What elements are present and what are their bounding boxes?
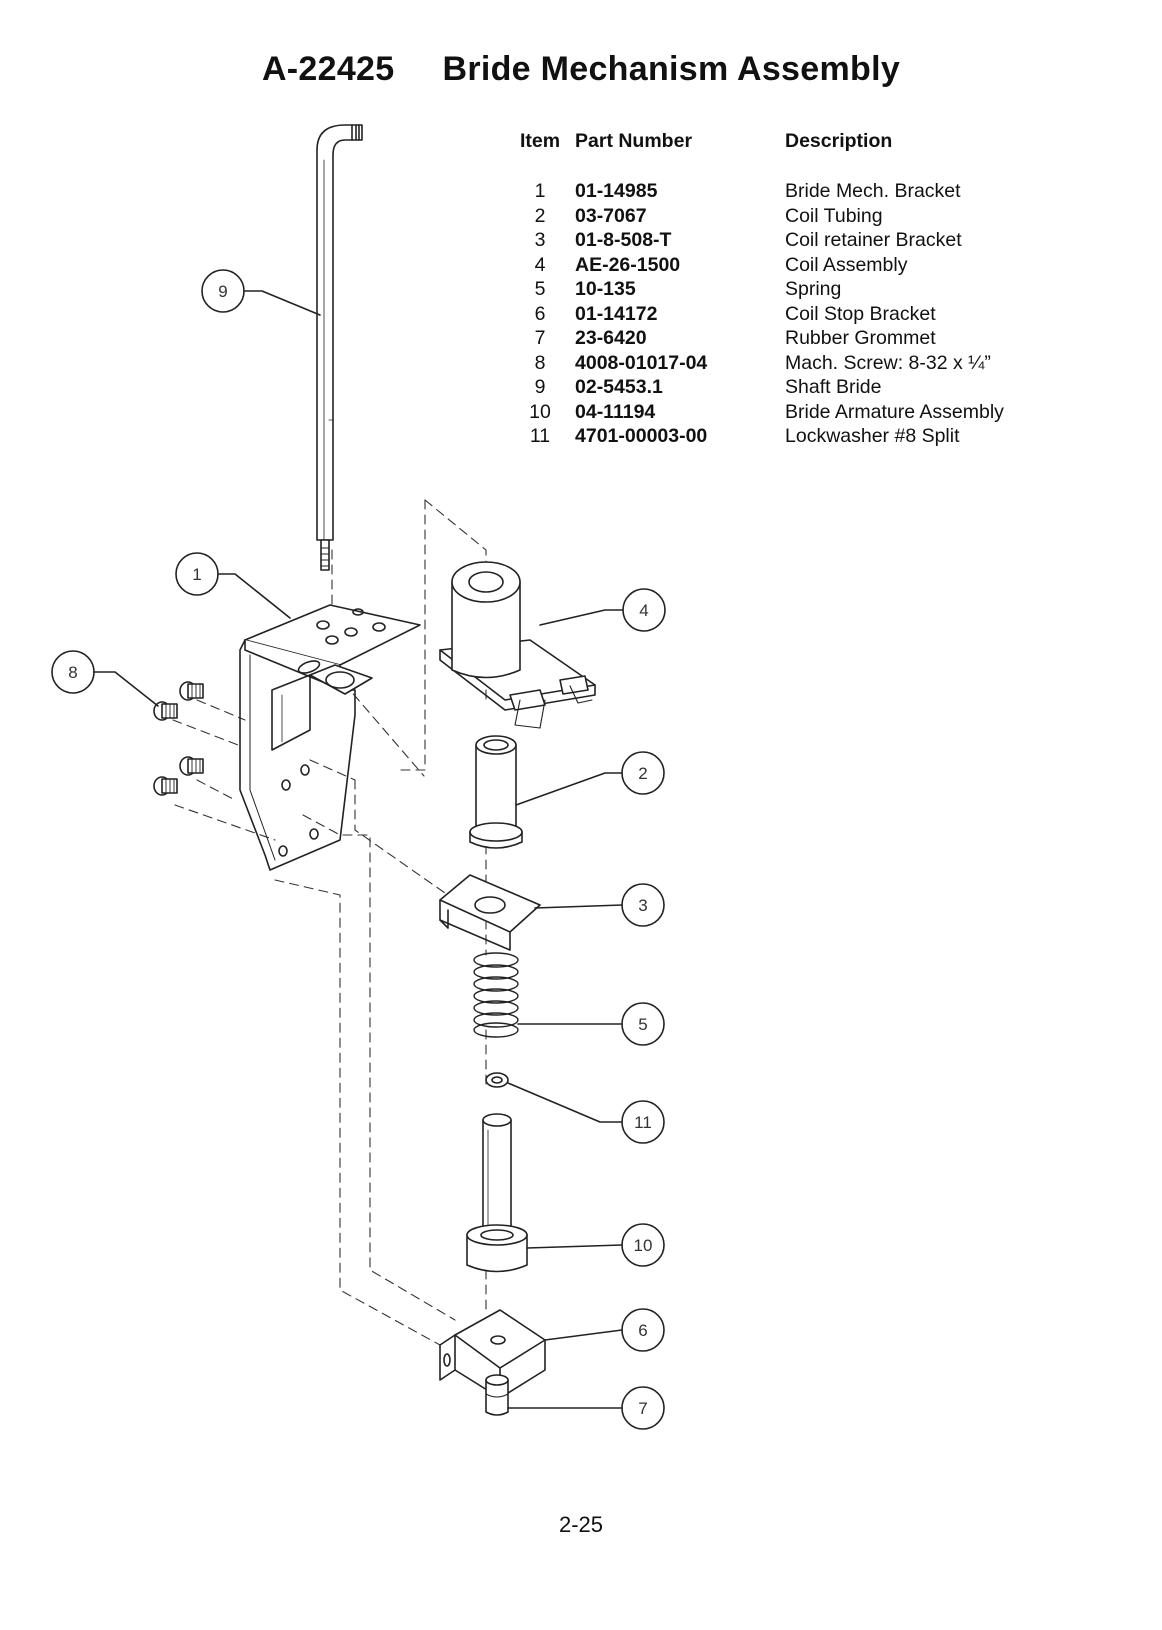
machine-screws-part <box>153 681 204 796</box>
lockwasher-part <box>485 1072 509 1088</box>
table-row: 11 4701-00003-00 Lockwasher #8 Split <box>505 424 1045 449</box>
callout-11-label: 11 <box>634 1113 652 1132</box>
description-cell: Rubber Grommet <box>785 327 936 349</box>
part-number-cell: 4701-00003-00 <box>575 425 708 447</box>
callout-8-label: 8 <box>68 663 77 682</box>
callout-7: 7 <box>507 1386 665 1430</box>
bride-mech-bracket-part <box>239 604 421 871</box>
callout-8: 8 <box>51 650 159 707</box>
item-cell: 8 <box>534 351 546 374</box>
assembly-name: Bride Mechanism Assembly <box>442 50 901 88</box>
page-number: 2-25 <box>558 1512 604 1537</box>
table-row: 10 04-11194 Bride Armature Assembly <box>505 400 1045 425</box>
coil-assembly-part <box>439 561 596 729</box>
part-number-cell: AE-26-1500 <box>575 253 681 276</box>
header-description: Description <box>785 130 893 152</box>
coil-stop-bracket-part <box>439 1309 546 1399</box>
callout-3: 3 <box>534 883 665 927</box>
callout-2: 2 <box>515 751 665 806</box>
assembly-number: A-22425 <box>261 50 395 88</box>
callout-6-label: 6 <box>638 1321 647 1340</box>
callout-7-label: 7 <box>638 1399 647 1418</box>
callout-4-label: 4 <box>639 601 648 620</box>
part-number-cell: 4008-01017-04 <box>575 351 708 374</box>
rubber-grommet-part <box>485 1374 509 1416</box>
callout-6: 6 <box>544 1308 665 1352</box>
spring-part <box>473 952 519 1038</box>
description-cell: Bride Armature Assembly <box>785 400 1004 423</box>
description-cell: Coil Tubing <box>785 204 883 227</box>
bride-armature-assembly-part <box>466 1113 528 1273</box>
description-cell: Spring <box>785 278 842 300</box>
callout-11: 11 <box>507 1082 665 1144</box>
item-cell: 11 <box>529 425 551 447</box>
item-cell: 7 <box>534 327 546 349</box>
description-cell: Bride Mech. Bracket <box>785 180 961 202</box>
coil-retainer-bracket-part <box>439 874 541 951</box>
table-row: 1 01-14985 Bride Mech. Bracket <box>505 179 1045 204</box>
item-cell: 4 <box>534 253 546 276</box>
part-number-cell: 04-11194 <box>575 400 656 423</box>
description-cell: Coil Assembly <box>785 253 908 276</box>
item-cell: 5 <box>534 278 546 300</box>
header-part-number: Part Number <box>575 130 693 152</box>
description-cell: Coil Stop Bracket <box>785 302 936 325</box>
part-number-cell: 03-7067 <box>575 204 647 227</box>
header-item: Item <box>519 130 561 152</box>
callout-3-label: 3 <box>638 896 647 915</box>
shaft-bride-part <box>316 124 363 571</box>
part-number-cell: 01-14985 <box>575 180 658 202</box>
callout-10-label: 10 <box>634 1236 653 1255</box>
description-cell: Shaft Bride <box>785 376 882 398</box>
description-cell: Coil retainer Bracket <box>785 229 962 251</box>
part-number-cell: 01-8-508-T <box>575 229 672 251</box>
table-row: 6 01-14172 Coil Stop Bracket <box>505 302 1045 327</box>
callout-1-label: 1 <box>192 565 201 584</box>
description-cell: Lockwasher #8 Split <box>785 425 960 447</box>
callout-9-label: 9 <box>218 282 227 301</box>
callout-2-label: 2 <box>638 764 647 783</box>
coil-tubing-part <box>469 735 523 849</box>
part-number-cell: 23-6420 <box>575 327 647 349</box>
callout-4: 4 <box>539 588 666 632</box>
item-cell: 3 <box>534 229 546 251</box>
table-row: 3 01-8-508-T Coil retainer Bracket <box>505 228 1045 253</box>
item-cell: 2 <box>534 204 546 227</box>
item-cell: 1 <box>534 180 546 202</box>
table-row: 9 02-5453.1 Shaft Bride <box>505 375 1045 400</box>
callout-5-label: 5 <box>638 1015 647 1034</box>
description-cell: Mach. Screw: 8-32 x ¼” <box>785 351 991 374</box>
callout-10: 10 <box>526 1223 665 1267</box>
callout-9: 9 <box>201 269 321 316</box>
callout-1: 1 <box>175 552 291 619</box>
table-row: 2 03-7067 Coil Tubing <box>505 204 1045 229</box>
item-cell: 6 <box>534 302 546 325</box>
part-number-cell: 01-14172 <box>575 302 658 325</box>
table-row: 4 AE-26-1500 Coil Assembly <box>505 253 1045 278</box>
parts-table-header: Item Part Number Description <box>505 130 1045 179</box>
part-number-cell: 02-5453.1 <box>575 376 663 398</box>
callout-5: 5 <box>517 1002 665 1046</box>
part-number-cell: 10-135 <box>575 278 636 300</box>
item-cell: 10 <box>529 400 551 423</box>
item-cell: 9 <box>534 376 546 398</box>
table-row: 7 23-6420 Rubber Grommet <box>505 326 1045 351</box>
page-title: A-22425 Bride Mechanism Assembly <box>0 50 1162 89</box>
table-row: 5 10-135 Spring <box>505 277 1045 302</box>
table-row: 8 4008-01017-04 Mach. Screw: 8-32 x ¼” <box>505 351 1045 376</box>
